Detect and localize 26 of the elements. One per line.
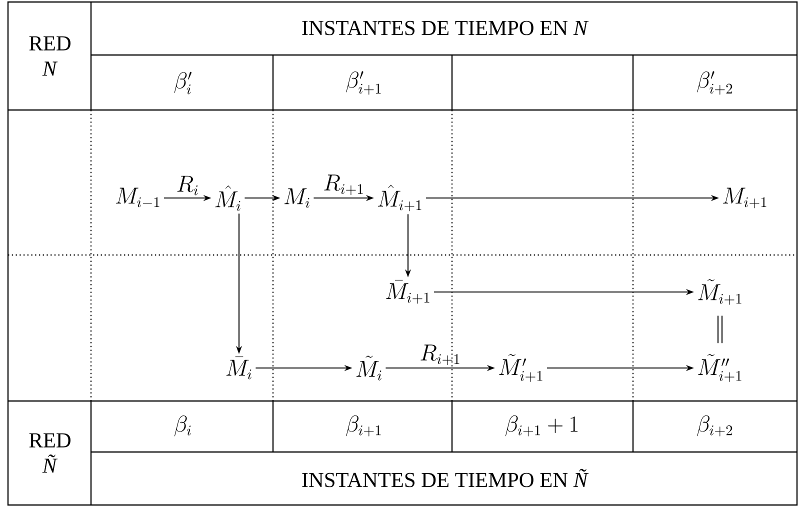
column-header: $\beta_{i+1}+1$ — [505, 415, 578, 436]
column-header: $\beta'_{i+1}$ — [346, 71, 381, 95]
math-term: $M_{i-1}$ — [116, 188, 160, 208]
table-heading: RED Ñ — [29, 433, 70, 473]
math-term: $M_i$ — [284, 188, 310, 208]
column-header: $\beta_{i+1}$ — [346, 415, 381, 436]
math-term: $\hat{M}_i$ — [215, 185, 240, 211]
edge-label: $R_i$ — [177, 176, 198, 196]
math-term: $\bar{M}_{i+1}$ — [386, 280, 430, 304]
table-heading: RED N — [29, 36, 70, 76]
table-heading: INSTANTES DE TIEMPO EN N — [302, 20, 589, 36]
table-heading: INSTANTES DE TIEMPO EN Ñ — [302, 468, 589, 488]
math-term: $\tilde{M}_{i+1}$ — [698, 279, 742, 305]
math-term: $\tilde{M}'_{i+1}$ — [499, 354, 542, 382]
edge-label: $R_{i+1}$ — [324, 174, 363, 196]
edge-label: $R_{i+1}$ — [420, 344, 460, 366]
column-header: $\beta_i$ — [174, 416, 191, 436]
math-term: $M_{i+1}$ — [723, 188, 766, 208]
column-header: $\beta_{i+2}$ — [697, 415, 732, 436]
math-term: $\hat{M}_{i+1}$ — [378, 184, 422, 212]
math-term: $\bar{M}_i$ — [226, 356, 252, 380]
column-header: $\beta'_{i+2}$ — [697, 71, 732, 95]
math-term: $\tilde{M}''_{i+1}$ — [698, 354, 742, 382]
math-term: $\tilde{M}_i$ — [356, 356, 382, 380]
column-header: $\beta'_i$ — [174, 72, 192, 94]
equals-sign — [717, 315, 723, 344]
